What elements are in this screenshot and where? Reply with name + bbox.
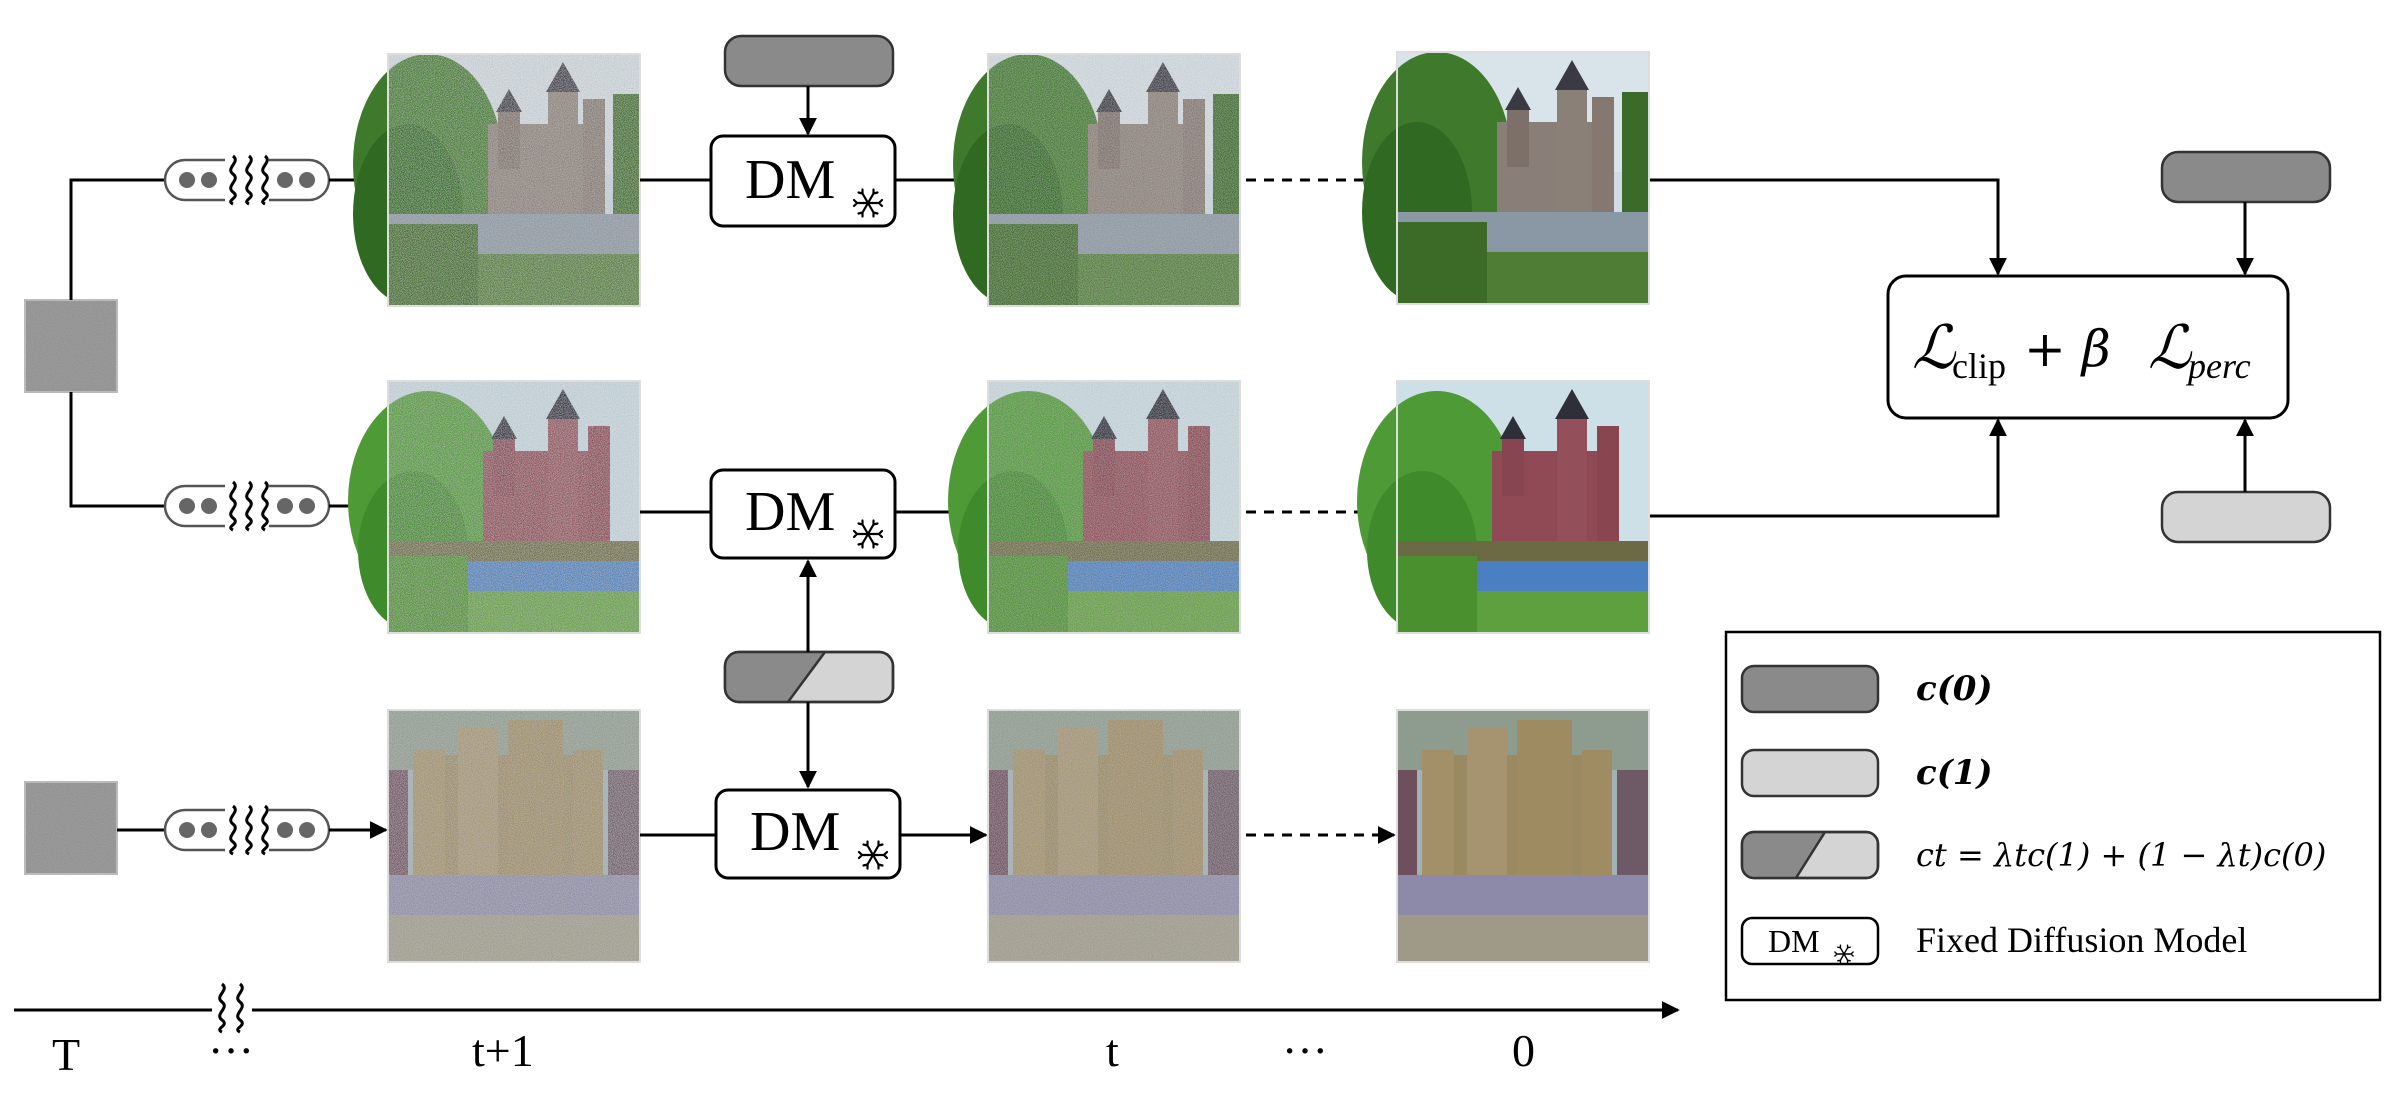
legend-model-desc: Fixed Diffusion Model bbox=[1916, 920, 2247, 960]
timeline-zero: 0 bbox=[1512, 1025, 1535, 1076]
timestep-skip-icon bbox=[163, 152, 331, 208]
timeline-dots-left: ··· bbox=[208, 1025, 254, 1076]
legend-ct-label: ct = λtc(1) + (1 − λt)c(0) bbox=[1916, 836, 2326, 874]
dm-label: DM bbox=[745, 149, 835, 211]
timeline-T: T bbox=[52, 1029, 80, 1080]
legend-c1-swatch bbox=[1740, 748, 1880, 798]
condition-ct-box bbox=[723, 650, 895, 704]
dm-label: DM bbox=[750, 801, 840, 863]
timeline-skip-icon bbox=[218, 982, 226, 1034]
timestep-skip-icon bbox=[163, 802, 331, 858]
condition-c0-box bbox=[723, 34, 895, 88]
output-image-row1 bbox=[1362, 51, 1650, 305]
noisy-image-row2-t-plus-1 bbox=[348, 380, 641, 634]
loss-perc-subscript: perc bbox=[2185, 346, 2251, 386]
timeline-dots-right: ··· bbox=[1282, 1025, 1328, 1076]
timeline-t-plus-1: t+1 bbox=[472, 1025, 534, 1076]
timestep-skip-icon bbox=[163, 478, 331, 534]
output-image-row3 bbox=[1396, 709, 1650, 963]
legend-c1-label: c(1) bbox=[1916, 753, 1993, 793]
legend-c0-swatch bbox=[1740, 664, 1880, 714]
legend-dm-swatch: DM bbox=[1740, 916, 1880, 966]
loss-clip-subscript: clip bbox=[1952, 346, 2006, 386]
legend-ct-swatch bbox=[1740, 830, 1880, 880]
dm-box-row2: DM bbox=[709, 468, 897, 560]
legend-dm-label: DM bbox=[1768, 923, 1820, 959]
dm-label: DM bbox=[745, 481, 835, 543]
loss-box: ℒ clip + β ℒ perc bbox=[1886, 274, 2290, 420]
dm-box-row1: DM bbox=[709, 134, 897, 228]
loss-condition-c0-box bbox=[2160, 150, 2332, 204]
loss-clip-symbol: ℒ bbox=[1912, 313, 1957, 383]
loss-perc-symbol: ℒ bbox=[2148, 313, 2193, 383]
noisy-image-row2-t bbox=[948, 380, 1241, 634]
timeline-t: t bbox=[1106, 1025, 1119, 1076]
noisy-image-row1-t bbox=[953, 53, 1241, 307]
legend: c(0) c(1) ct = λtc(1) + (1 − λt)c(0) DM … bbox=[1724, 630, 2382, 1002]
loss-plus-beta: + β bbox=[2024, 320, 2111, 378]
legend-c0-label: c(0) bbox=[1916, 669, 1993, 709]
output-image-row2 bbox=[1357, 380, 1650, 634]
dm-box-row3: DM bbox=[714, 788, 902, 880]
noisy-image-row3-t bbox=[987, 709, 1241, 963]
loss-condition-c1-box bbox=[2160, 490, 2332, 544]
noisy-image-row1-t-plus-1 bbox=[353, 53, 641, 307]
noisy-image-row3-t-plus-1 bbox=[387, 709, 641, 963]
